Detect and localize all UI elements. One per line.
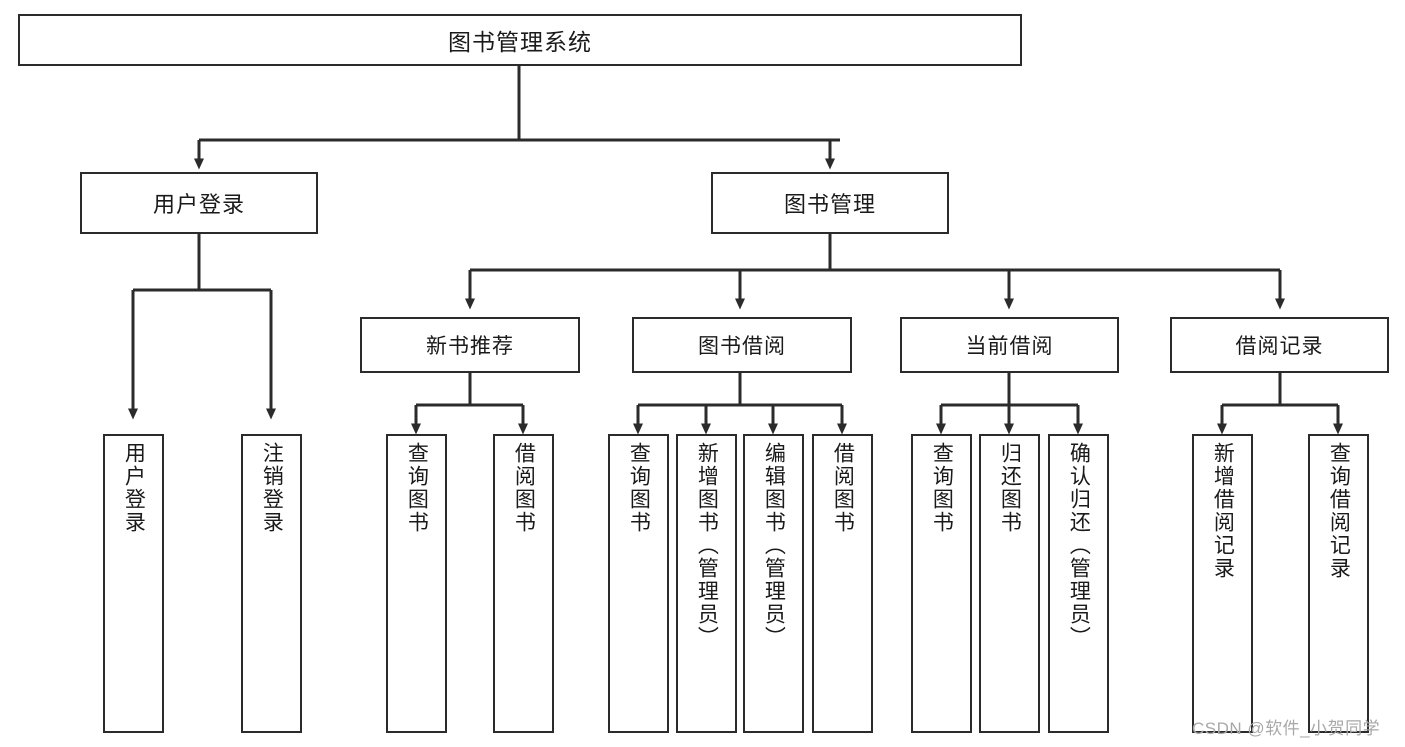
book-borrow-connectors — [633, 373, 847, 435]
node-new-book-recommend[interactable]: 新书推荐 — [360, 317, 580, 373]
leaf-current-borrow-confirm-label: 确认归还（管理员） — [1067, 442, 1091, 649]
leaf-user-logout[interactable]: 注销登录 — [241, 434, 302, 733]
leaf-borrow-record-add-label: 新增借阅记录 — [1211, 442, 1235, 580]
leaf-current-borrow-return-label: 归还图书 — [998, 442, 1022, 534]
node-user-login-label: 用户登录 — [152, 192, 245, 217]
leaf-user-login-label: 用户登录 — [122, 442, 146, 534]
current-borrow-connectors — [936, 373, 1083, 435]
node-current-borrow-label: 当前借阅 — [965, 335, 1054, 358]
new-book-connectors — [411, 373, 528, 435]
leaf-borrow-record-query[interactable]: 查询借阅记录 — [1308, 434, 1369, 733]
leaf-user-logout-label: 注销登录 — [260, 442, 284, 534]
leaf-borrow-record-add[interactable]: 新增借阅记录 — [1192, 434, 1253, 733]
root-connectors — [194, 66, 840, 170]
leaf-book-borrow-lend[interactable]: 借阅图书 — [812, 434, 873, 733]
leaf-borrow-record-query-label: 查询借阅记录 — [1327, 442, 1351, 580]
leaf-current-borrow-confirm[interactable]: 确认归还（管理员） — [1048, 434, 1109, 733]
leaf-new-book-borrow[interactable]: 借阅图书 — [493, 434, 554, 733]
leaf-user-login[interactable]: 用户登录 — [103, 434, 164, 733]
leaf-book-borrow-edit-label: 编辑图书（管理员） — [762, 442, 786, 649]
leaf-book-borrow-lend-label: 借阅图书 — [831, 442, 855, 534]
leaf-book-borrow-query-label: 查询图书 — [627, 442, 651, 534]
node-book-manage-label: 图书管理 — [783, 192, 876, 217]
node-root-label: 图书管理系统 — [448, 29, 592, 55]
leaf-book-borrow-query[interactable]: 查询图书 — [608, 434, 669, 733]
user-login-connectors — [128, 234, 276, 420]
leaf-current-borrow-query[interactable]: 查询图书 — [911, 434, 972, 733]
leaf-book-borrow-add[interactable]: 新增图书（管理员） — [676, 434, 737, 733]
leaf-book-borrow-add-label: 新增图书（管理员） — [695, 442, 719, 649]
leaf-new-book-query-label: 查询图书 — [405, 442, 429, 534]
leaf-book-borrow-edit[interactable]: 编辑图书（管理员） — [743, 434, 804, 733]
node-current-borrow[interactable]: 当前借阅 — [900, 317, 1119, 373]
node-borrow-record[interactable]: 借阅记录 — [1170, 317, 1389, 373]
node-user-login[interactable]: 用户登录 — [80, 172, 318, 234]
book-manage-connectors — [465, 234, 1285, 310]
borrow-record-connectors — [1217, 373, 1343, 435]
leaf-current-borrow-query-label: 查询图书 — [930, 442, 954, 534]
leaf-new-book-borrow-label: 借阅图书 — [512, 442, 536, 534]
node-book-borrow[interactable]: 图书借阅 — [632, 317, 852, 373]
node-borrow-record-label: 借阅记录 — [1235, 335, 1324, 358]
node-root[interactable]: 图书管理系统 — [18, 14, 1022, 66]
leaf-new-book-query[interactable]: 查询图书 — [386, 434, 447, 733]
node-book-manage[interactable]: 图书管理 — [711, 172, 949, 234]
leaf-current-borrow-return[interactable]: 归还图书 — [979, 434, 1040, 733]
node-book-borrow-label: 图书借阅 — [698, 335, 786, 358]
node-new-book-recommend-label: 新书推荐 — [426, 335, 514, 358]
